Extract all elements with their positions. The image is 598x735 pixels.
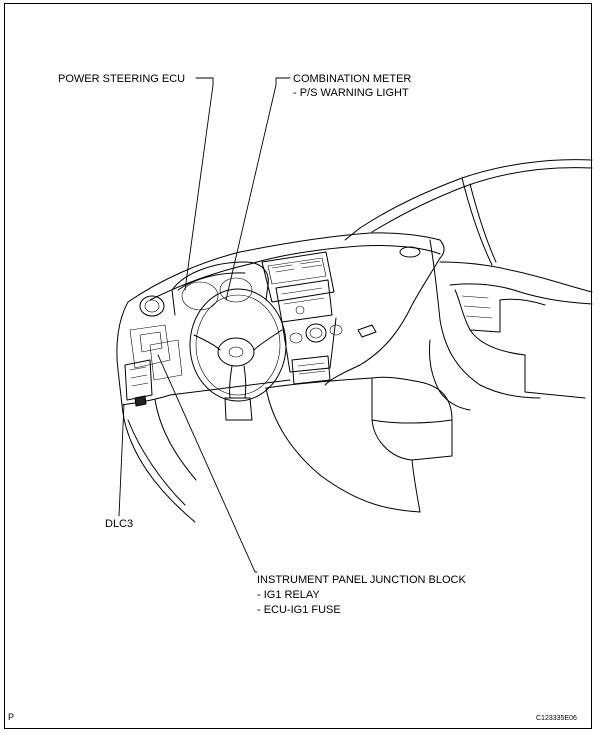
leader-junction-block [157, 354, 258, 573]
figure-code: C123335E06 [536, 715, 577, 722]
center-stack [261, 251, 343, 385]
label-ig1-relay: - IG1 RELAY [257, 589, 320, 601]
windshield-and-pillar [344, 159, 593, 266]
label-power-steering-ecu: POWER STEERING ECU [58, 73, 186, 85]
page-marker: P [8, 712, 15, 722]
center-console [265, 376, 453, 513]
label-junction-block: INSTRUMENT PANEL JUNCTION BLOCK [257, 574, 466, 586]
label-ps-warning-light: - P/S WARNING LIGHT [293, 87, 409, 99]
leader-lines [118, 77, 291, 573]
leader-power-steering-ecu [184, 77, 214, 291]
label-combination-meter: COMBINATION METER [293, 73, 412, 85]
steering-wheel [189, 288, 287, 421]
label-dlc3: DLC3 [105, 518, 134, 530]
leader-combination-meter [225, 77, 291, 301]
lower-trim [121, 399, 197, 523]
door-panel [429, 239, 593, 411]
instrument-cluster [171, 261, 269, 316]
leader-dlc3 [118, 403, 125, 517]
left-panel [124, 295, 183, 407]
label-ecu-ig1-fuse: - ECU-IG1 FUSE [257, 604, 341, 616]
